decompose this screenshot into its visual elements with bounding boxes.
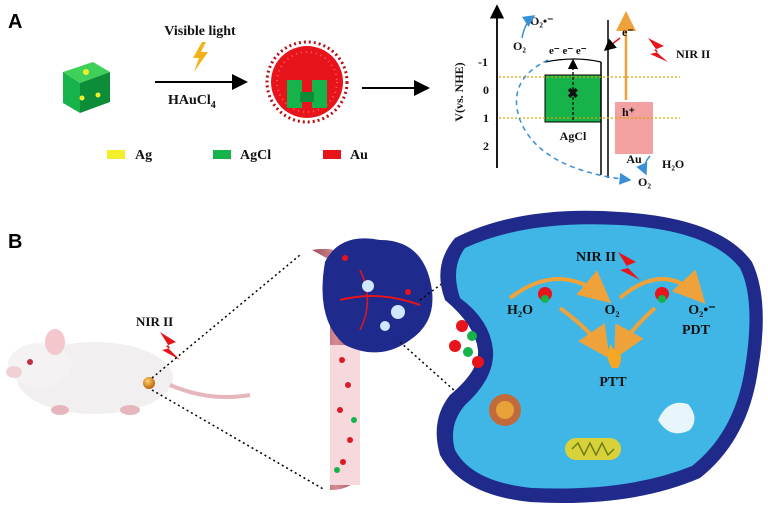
o2-left-label: O₂	[513, 39, 526, 53]
tumor-site	[143, 377, 155, 389]
electron-au-label: e⁻	[622, 25, 634, 39]
band-diagram: V(vs. NHE) -1 0 1 2 AgCl Au h⁺ e⁻ e⁻ e⁻ …	[452, 4, 711, 189]
cell-nir-lightning-icon	[618, 252, 640, 280]
electrons-label: e⁻ e⁻ e⁻	[549, 45, 587, 57]
legend-swatch-agcl	[213, 150, 231, 159]
au-region-label: Au	[626, 152, 642, 166]
tick-2: 2	[483, 139, 489, 153]
hole-label: h⁺	[622, 105, 635, 119]
tick-1: 1	[483, 111, 489, 125]
legend-swatch-ag	[107, 150, 125, 159]
superoxide-label: O₂•⁻	[530, 14, 553, 28]
nir-label-a: NIR II	[676, 47, 711, 61]
legend-ag: Ag	[135, 148, 152, 163]
h2o-bottom-label: H₂O	[662, 157, 684, 171]
mouse-nir-lightning-icon	[160, 332, 180, 360]
blocked-x: ✖	[567, 87, 579, 102]
tumor-cell: NIR II H₂O O₂ O₂•⁻ PDT PTT	[436, 210, 763, 503]
o2-bottom-label: O₂	[638, 175, 651, 189]
flame-icon	[607, 344, 621, 368]
au-region	[615, 102, 653, 154]
haucl4-label: HAuCl4	[168, 93, 216, 111]
vesicle-organelle	[658, 402, 695, 434]
ptt-label: PTT	[599, 375, 627, 390]
cell-superoxide-label: O₂•⁻	[688, 303, 715, 318]
visible-light-label: Visible light	[164, 24, 236, 39]
panel-b-label: B	[8, 231, 22, 253]
legend-au: Au	[350, 148, 368, 163]
nir-lightning-icon	[648, 38, 668, 62]
tick-0: 0	[483, 83, 489, 97]
cell-h2o-label: H₂O	[507, 303, 533, 318]
legend-swatch-au	[323, 150, 341, 159]
legend: Ag AgCl Au	[107, 148, 368, 163]
panel-a-label: A	[8, 11, 22, 33]
tick-m1: -1	[478, 55, 488, 69]
band-y-axis-label: V(vs. NHE)	[452, 62, 466, 121]
lightning-icon	[193, 42, 208, 72]
nir-label-cell: NIR II	[576, 250, 616, 265]
tumor-mass	[322, 238, 433, 353]
cell-o2-label: O₂	[604, 303, 619, 318]
agcl-band-label: AgCl	[560, 129, 587, 143]
au-decorated-cube	[265, 40, 349, 124]
legend-agcl: AgCl	[240, 148, 271, 163]
pdt-label: PDT	[682, 323, 711, 338]
nir-label-mouse: NIR II	[136, 314, 173, 329]
agcl-cube	[63, 62, 110, 113]
mouse-illustration: NIR II	[6, 314, 251, 415]
